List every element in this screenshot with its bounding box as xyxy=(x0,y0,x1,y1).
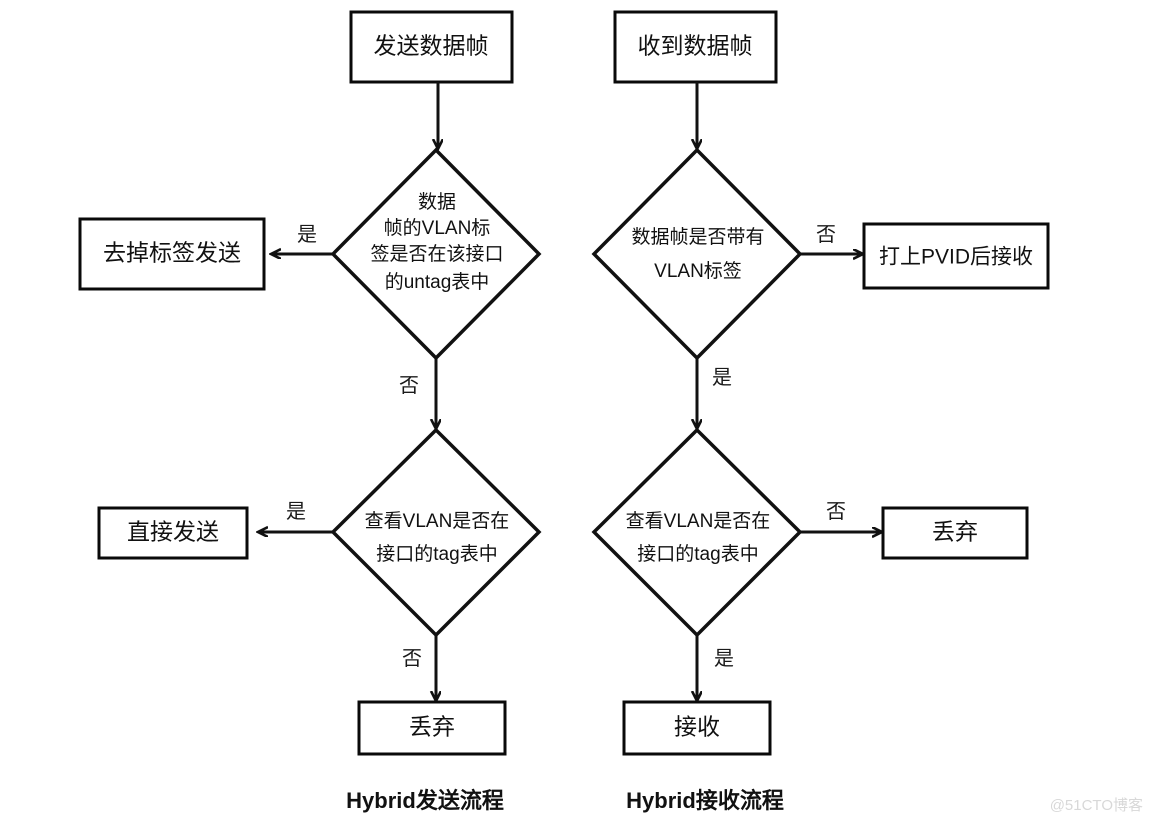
receive-start-node: 收到数据帧 xyxy=(613,10,778,84)
send-decision1-node: 数据 帧的VLAN标 签是否在该接口 的untag表中 xyxy=(330,147,542,361)
send-decision1-line4: 的untag表中 xyxy=(385,271,490,293)
receive-discard-label: 丢弃 xyxy=(932,519,978,544)
receive-decision1-line1: 数据帧是否带有 xyxy=(631,226,764,248)
send-edge-d1-yes-label: 是 xyxy=(297,224,317,246)
receive-pvid-node: 打上PVID后接收 xyxy=(862,222,1050,290)
send-end-label: 丢弃 xyxy=(409,714,455,739)
receive-pvid-label: 打上PVID后接收 xyxy=(879,246,1033,269)
send-untag-box xyxy=(78,217,266,291)
watermark-label: @51CTO博客 xyxy=(1050,797,1143,814)
send-caption: Hybrid发送流程 xyxy=(346,788,504,813)
receive-end-label: 接收 xyxy=(674,714,720,739)
send-direct-label: 直接发送 xyxy=(127,519,219,544)
receive-decision1-line2: VLAN标签 xyxy=(654,260,742,282)
send-direct-box xyxy=(97,506,249,560)
receive-end-node: 接收 xyxy=(622,700,772,756)
receive-decision2-diamond xyxy=(591,427,803,638)
send-decision1-line3: 签是否在该接口 xyxy=(370,243,503,265)
send-decision2-line2: 接口的tag表中 xyxy=(376,543,497,565)
send-start-box xyxy=(349,10,514,84)
receive-caption: Hybrid接收流程 xyxy=(626,788,784,813)
receive-end-box xyxy=(622,700,772,756)
send-start-label: 发送数据帧 xyxy=(374,33,489,58)
receive-discard-box xyxy=(881,506,1029,560)
receive-edge-d1-no-label: 否 xyxy=(816,224,836,246)
receive-decision2-line2: 接口的tag表中 xyxy=(637,543,758,565)
receive-start-box xyxy=(613,10,778,84)
send-end-box xyxy=(357,700,507,756)
receive-edge-d1-yes-label: 是 xyxy=(712,367,732,389)
send-decision1-line2: 帧的VLAN标 xyxy=(384,217,491,239)
receive-pvid-box xyxy=(862,222,1050,290)
receive-edge-d2-yes-label: 是 xyxy=(714,648,734,670)
send-untag-node: 去掉标签发送 xyxy=(78,217,266,291)
send-decision2-diamond xyxy=(330,427,542,638)
send-edge-d2-yes-label: 是 xyxy=(286,501,306,523)
receive-decision2-node: 查看VLAN是否在 接口的tag表中 xyxy=(591,427,803,638)
receive-decision1-node: 数据帧是否带有 VLAN标签 xyxy=(591,147,803,361)
receive-edge-d2-no-label: 否 xyxy=(826,501,846,523)
send-direct-node: 直接发送 xyxy=(97,506,249,560)
send-end-node: 丢弃 xyxy=(357,700,507,756)
send-decision2-node: 查看VLAN是否在 接口的tag表中 xyxy=(330,427,542,638)
send-start-node: 发送数据帧 xyxy=(349,10,514,84)
receive-start-label: 收到数据帧 xyxy=(638,33,753,58)
receive-decision2-line1: 查看VLAN是否在 xyxy=(626,510,771,532)
send-edge-d1-no-label: 否 xyxy=(399,375,419,397)
send-edge-d2-no-label: 否 xyxy=(402,648,422,670)
receive-decision1-diamond xyxy=(591,147,803,361)
send-untag-label: 去掉标签发送 xyxy=(103,240,241,265)
send-decision1-line1: 数据 xyxy=(418,191,456,213)
send-decision2-line1: 查看VLAN是否在 xyxy=(365,510,510,532)
receive-discard-node: 丢弃 xyxy=(881,506,1029,560)
